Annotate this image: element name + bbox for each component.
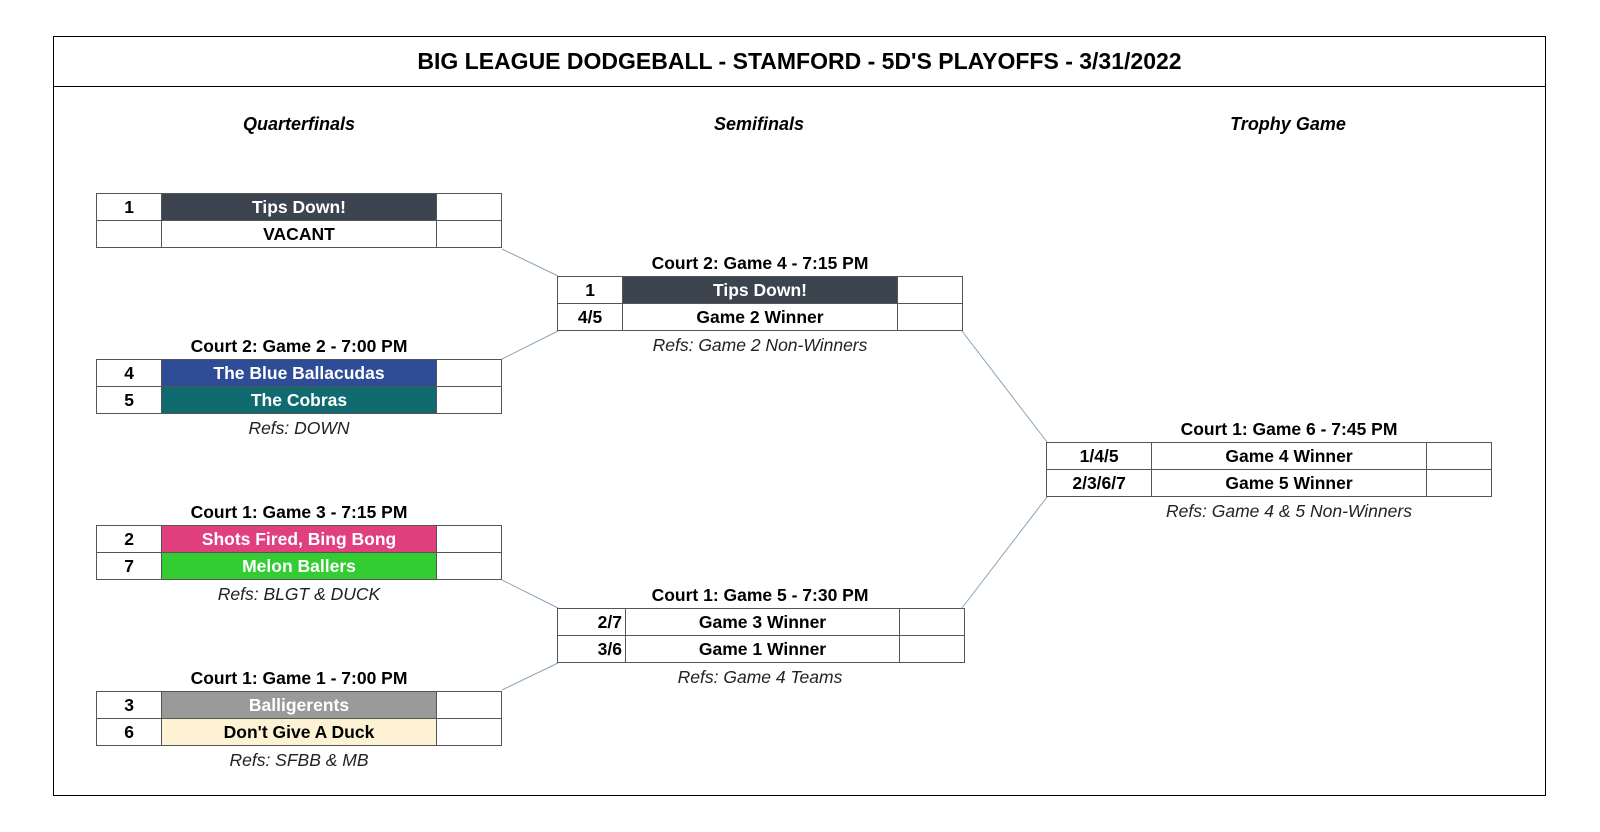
game-6-header: Court 1: Game 6 - 7:45 PM: [1180, 419, 1398, 439]
match-game-3: 2 Shots Fired, Bing Bong 7 Melon Ballers: [95, 525, 503, 580]
match-row: 1 Tips Down!: [95, 193, 503, 221]
team-cell: Tips Down!: [622, 276, 898, 304]
seed-cell: 3: [95, 691, 163, 719]
game-1-header: Court 1: Game 1 - 7:00 PM: [190, 668, 408, 688]
seed-cell: [95, 220, 163, 248]
match-row: 2/7 Game 3 Winner: [557, 608, 965, 636]
score-cell[interactable]: [435, 220, 503, 248]
seed-cell: 5: [95, 386, 163, 414]
game-5-refs: Refs: Game 4 Teams: [677, 667, 843, 687]
match-row: 4 The Blue Ballacudas: [95, 359, 503, 387]
score-cell[interactable]: [435, 552, 503, 580]
team-cell: Don't Give A Duck: [161, 718, 437, 746]
seed-cell: 4/5: [556, 303, 624, 331]
score-cell[interactable]: [1425, 469, 1493, 497]
seed-cell: 1: [556, 276, 624, 304]
bracket-frame: BIG LEAGUE DODGEBALL - STAMFORD - 5D'S P…: [53, 36, 1546, 796]
game-3-refs: Refs: BLGT & DUCK: [217, 584, 381, 604]
match-game-6: 1/4/5 Game 4 Winner 2/3/6/7 Game 5 Winne…: [1045, 442, 1493, 497]
match-row: 4/5 Game 2 Winner: [556, 303, 964, 331]
team-cell: Tips Down!: [161, 193, 437, 221]
match-row: 2/3/6/7 Game 5 Winner: [1045, 469, 1493, 497]
game-2-refs: Refs: DOWN: [248, 418, 350, 438]
game-1-refs: Refs: SFBB & MB: [229, 750, 369, 770]
game-2-header: Court 2: Game 2 - 7:00 PM: [190, 336, 408, 356]
team-cell: VACANT: [161, 220, 437, 248]
score-cell[interactable]: [435, 718, 503, 746]
match-row: 7 Melon Ballers: [95, 552, 503, 580]
match-game-4: 1 Tips Down! 4/5 Game 2 Winner: [556, 276, 964, 331]
team-cell: Game 5 Winner: [1151, 469, 1427, 497]
match-game-5: 2/7 Game 3 Winner 3/6 Game 1 Winner: [557, 608, 965, 663]
seed-cell: 2: [95, 525, 163, 553]
match-game-2: 4 The Blue Ballacudas 5 The Cobras: [95, 359, 503, 414]
team-cell: Balligerents: [161, 691, 437, 719]
score-cell[interactable]: [1425, 442, 1493, 470]
match-row: VACANT: [95, 220, 503, 248]
seed-cell: 4: [95, 359, 163, 387]
score-cell[interactable]: [435, 386, 503, 414]
score-cell[interactable]: [896, 303, 964, 331]
seed-cell: 1: [95, 193, 163, 221]
seed-cell: 7: [95, 552, 163, 580]
round-label-semifinals: Semifinals: [713, 114, 805, 134]
score-cell[interactable]: [435, 691, 503, 719]
team-cell: Game 4 Winner: [1151, 442, 1427, 470]
score-cell[interactable]: [899, 608, 965, 636]
game-3-header: Court 1: Game 3 - 7:15 PM: [190, 502, 408, 522]
game-6-refs: Refs: Game 4 & 5 Non-Winners: [1166, 501, 1412, 521]
score-cell[interactable]: [896, 276, 964, 304]
round-label-trophy-game: Trophy Game: [1230, 114, 1346, 134]
team-cell: Melon Ballers: [161, 552, 437, 580]
match-row: 5 The Cobras: [95, 386, 503, 414]
match-game-1: 3 Balligerents 6 Don't Give A Duck: [95, 691, 503, 746]
match-row: 2 Shots Fired, Bing Bong: [95, 525, 503, 553]
seed-cell: 3/6: [557, 635, 626, 663]
score-cell[interactable]: [435, 359, 503, 387]
round-label-quarterfinals: Quarterfinals: [242, 114, 356, 134]
page-title: BIG LEAGUE DODGEBALL - STAMFORD - 5D'S P…: [54, 37, 1545, 87]
seed-cell: 2/3/6/7: [1045, 469, 1153, 497]
team-cell: Shots Fired, Bing Bong: [161, 525, 437, 553]
match-row: 3/6 Game 1 Winner: [557, 635, 965, 663]
match-row: 1 Tips Down!: [556, 276, 964, 304]
game-4-refs: Refs: Game 2 Non-Winners: [652, 335, 868, 355]
seed-cell: 1/4/5: [1045, 442, 1153, 470]
team-cell: Game 3 Winner: [625, 608, 900, 636]
score-cell[interactable]: [899, 635, 965, 663]
match-row: 3 Balligerents: [95, 691, 503, 719]
seed-cell: 2/7: [557, 608, 626, 636]
seed-cell: 6: [95, 718, 163, 746]
game-5-header: Court 1: Game 5 - 7:30 PM: [651, 585, 869, 605]
match-row: 6 Don't Give A Duck: [95, 718, 503, 746]
match-row: 1/4/5 Game 4 Winner: [1045, 442, 1493, 470]
score-cell[interactable]: [435, 525, 503, 553]
game-4-header: Court 2: Game 4 - 7:15 PM: [651, 253, 869, 273]
team-cell: Game 2 Winner: [622, 303, 898, 331]
team-cell: The Blue Ballacudas: [161, 359, 437, 387]
score-cell[interactable]: [435, 193, 503, 221]
team-cell: The Cobras: [161, 386, 437, 414]
team-cell: Game 1 Winner: [625, 635, 900, 663]
match-bye: 1 Tips Down! VACANT: [95, 193, 503, 248]
